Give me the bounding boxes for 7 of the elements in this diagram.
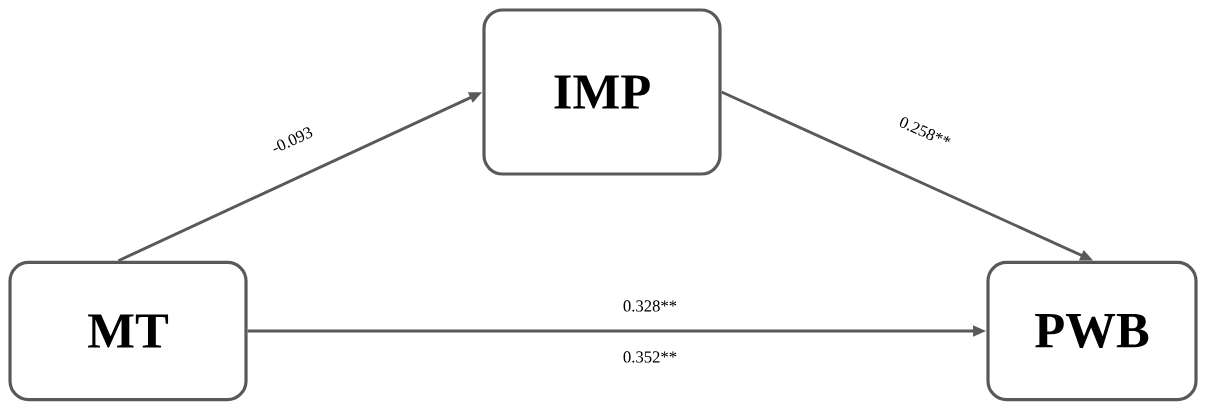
rounded-box: IMP [482,8,722,176]
coefficient-label: 0.352** [623,351,677,363]
edge-label: 0.328** [621,299,679,313]
edge-label: -0.093 [268,124,316,156]
edge-label: 0.258** [896,114,954,150]
rounded-box: MT [8,260,248,402]
rounded-box: PWB [986,260,1198,402]
